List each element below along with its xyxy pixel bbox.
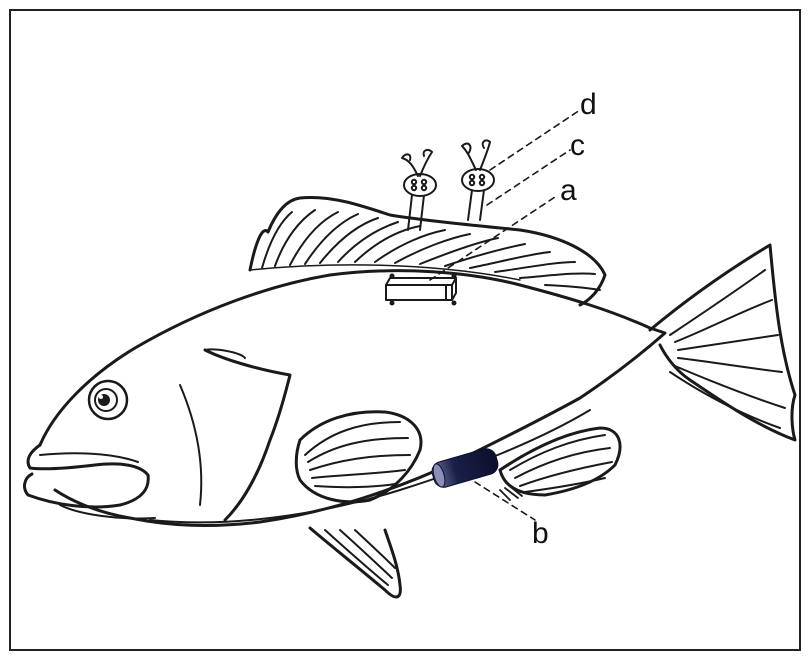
- leader-line-a: [430, 195, 558, 280]
- pelvic-fin: [310, 528, 400, 597]
- label-d: d: [580, 88, 597, 121]
- gill-cover: [205, 350, 290, 520]
- leader-line-c: [487, 150, 570, 205]
- anal-fin: [500, 428, 620, 495]
- label-a: a: [560, 174, 577, 207]
- component-a-box: [386, 278, 456, 300]
- dorsal-fin: [250, 197, 605, 305]
- label-b: b: [532, 517, 549, 550]
- gill-inner: [180, 385, 201, 505]
- fish-jaw: [40, 453, 138, 462]
- component-d-tag: [462, 140, 494, 220]
- label-c: c: [570, 129, 585, 162]
- leader-line-d: [490, 110, 580, 170]
- component-b-tag: [430, 446, 501, 489]
